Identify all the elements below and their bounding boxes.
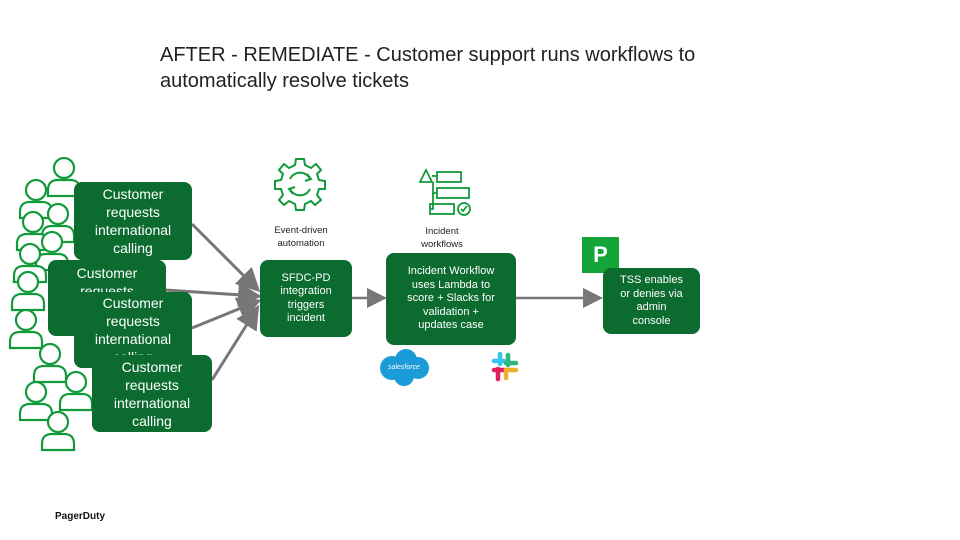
incident-workflow-box: Incident Workflow uses Lambda to score +… — [386, 253, 516, 345]
workflows-label: Incident workflows — [421, 226, 463, 250]
tss-box: TSS enables or denies via admin console — [603, 268, 700, 334]
pagerduty-badge-icon: P — [582, 237, 619, 273]
title-line-2: automatically resolve tickets — [160, 70, 409, 92]
sfdc-pd-box: SFDC-PD integration triggers incident — [260, 260, 352, 337]
arrow-request-2 — [164, 282, 262, 307]
customer-request-box: Customer requests international calling — [74, 182, 192, 260]
automation-label: Event-driven automation — [274, 225, 328, 249]
arrow-request-1 — [190, 222, 261, 293]
title-line-1: AFTER - REMEDIATE - Customer support run… — [160, 44, 696, 66]
salesforce-logo-text: salesforce — [388, 364, 420, 371]
slide-title: AFTER - REMEDIATE - Customer support run… — [160, 42, 860, 94]
pagerduty-footer-logo: PagerDuty — [55, 511, 106, 522]
customer-request-box: Customer requests international calling — [92, 355, 212, 432]
arrow-request-4 — [210, 304, 260, 381]
